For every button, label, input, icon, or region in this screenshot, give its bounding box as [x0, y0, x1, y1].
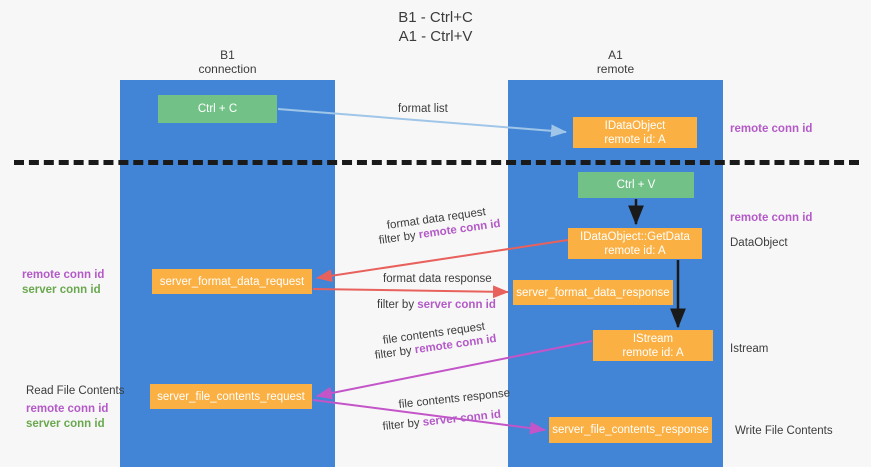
side-label-left-conn-ids-bottom: remote conn id server conn id	[26, 402, 108, 432]
side-label-left-server-conn-id-2: server conn id	[26, 418, 105, 430]
node-sfdres-label: server_format_data_response	[516, 286, 670, 299]
side-label-left-read-file-contents: Read File Contents	[26, 385, 125, 397]
side-label-right-dataobject: DataObject	[730, 237, 788, 249]
node-sfdreq-label: server_format_data_request	[159, 275, 305, 288]
edge-label-format-list: format list	[398, 103, 448, 115]
edge-label-format-data-response: format data response	[383, 273, 492, 285]
node-istream[interactable]: IStream remote id: A	[593, 330, 713, 361]
column-header-a1-line1: A1	[608, 48, 623, 62]
node-getdata-line1: IDataObject::GetData	[580, 230, 690, 243]
node-ctrl-v[interactable]: Ctrl + V	[578, 172, 694, 198]
node-idataobject-getdata[interactable]: IDataObject::GetData remote id: A	[568, 228, 702, 259]
node-server-format-data-request[interactable]: server_format_data_request	[152, 269, 312, 294]
node-idataobject-line2: remote id: A	[604, 133, 666, 146]
node-sfcres-label: server_file_contents_response	[552, 424, 709, 436]
side-label-right-remote-conn-id-mid: remote conn id	[730, 212, 813, 224]
side-label-left-remote-conn-id-1: remote conn id	[22, 269, 105, 281]
node-ctrl-c[interactable]: Ctrl + C	[158, 95, 277, 123]
section-divider-dashed	[14, 160, 859, 165]
column-header-b1-line1: B1	[220, 48, 235, 62]
node-idataobject-line1: IDataObject	[604, 119, 666, 132]
node-server-file-contents-response[interactable]: server_file_contents_response	[549, 417, 712, 443]
filter-by-text: filter by	[374, 344, 416, 362]
node-ctrl-v-label: Ctrl + V	[616, 179, 656, 191]
node-ctrl-c-label: Ctrl + C	[197, 103, 238, 115]
node-getdata-line2: remote id: A	[604, 244, 666, 257]
filter-by-text: filter by	[382, 416, 424, 433]
column-header-b1-line2: connection	[198, 62, 257, 76]
node-istream-line1: IStream	[632, 332, 674, 345]
arrow-format-data-response	[312, 285, 509, 299]
side-label-left-server-conn-id-1: server conn id	[22, 284, 101, 296]
node-server-format-data-response[interactable]: server_format_data_response	[513, 280, 673, 305]
column-header-b1: B1 connection	[120, 48, 335, 76]
server-conn-id-text: server conn id	[417, 299, 496, 311]
side-label-right-remote-conn-id-top: remote conn id	[730, 123, 813, 135]
side-label-left-remote-conn-id-2: remote conn id	[26, 403, 109, 415]
side-label-right-istream: Istream	[730, 343, 769, 355]
edge-label-format-data-response-filter: filter by server conn id	[377, 298, 496, 313]
page-title: B1 - Ctrl+C A1 - Ctrl+V	[0, 8, 871, 46]
title-line-1: B1 - Ctrl+C	[398, 9, 473, 26]
column-header-a1: A1 remote	[508, 48, 723, 76]
node-idataobject[interactable]: IDataObject remote id: A	[573, 117, 697, 148]
server-conn-id-text: server conn id	[422, 408, 502, 429]
node-sfcreq-label: server_file_contents_request	[157, 390, 305, 403]
side-label-right-write-file-contents: Write File Contents	[735, 425, 833, 437]
side-label-left-conn-ids-top: remote conn id server conn id	[22, 268, 104, 298]
node-server-file-contents-request[interactable]: server_file_contents_request	[150, 384, 312, 409]
node-istream-line2: remote id: A	[622, 346, 684, 359]
column-header-a1-line2: remote	[596, 62, 635, 76]
filter-by-text: filter by	[377, 299, 418, 311]
title-line-2: A1 - Ctrl+V	[398, 28, 473, 45]
filter-by-text: filter by	[378, 229, 420, 247]
